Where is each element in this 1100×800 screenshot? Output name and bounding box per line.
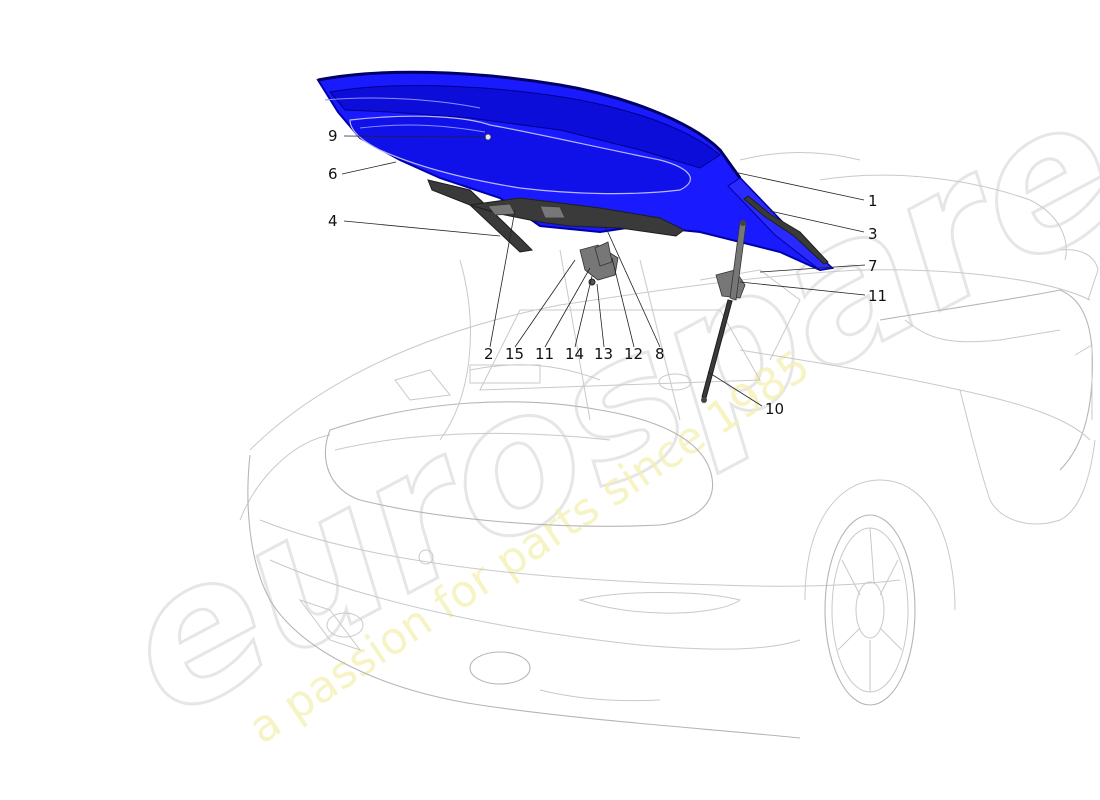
callout-2: 2 bbox=[484, 345, 494, 363]
air-duct-ribs bbox=[487, 203, 566, 219]
callout-8: 8 bbox=[655, 345, 665, 363]
callout-12: 12 bbox=[624, 345, 643, 363]
latch-bracket bbox=[594, 241, 613, 267]
callout-6: 6 bbox=[328, 165, 338, 183]
lid-inner-recess bbox=[349, 115, 691, 195]
callout-11-center: 11 bbox=[535, 345, 554, 363]
callout-3: 3 bbox=[868, 225, 878, 243]
gas-strut-end bbox=[701, 397, 707, 403]
callout-7: 7 bbox=[868, 257, 878, 275]
callout-15: 15 bbox=[505, 345, 524, 363]
parts bbox=[427, 179, 829, 403]
callout-13: 13 bbox=[594, 345, 613, 363]
leader-lines bbox=[341, 135, 866, 407]
lid-highlight bbox=[324, 97, 486, 133]
gas-strut-top bbox=[740, 220, 746, 226]
callout-10: 10 bbox=[765, 400, 784, 418]
seal-rail-left bbox=[427, 179, 534, 253]
lid-edge-trim bbox=[317, 70, 742, 179]
engine-cover-lid bbox=[316, 70, 835, 272]
callout-14: 14 bbox=[565, 345, 584, 363]
callout-9: 9 bbox=[328, 127, 338, 145]
lid-upper-face bbox=[329, 85, 721, 169]
air-duct-panel bbox=[469, 197, 685, 237]
seal-strip-right bbox=[743, 195, 829, 265]
callout-11-right: 11 bbox=[868, 287, 887, 305]
callout-1: 1 bbox=[868, 192, 878, 210]
callout-labels: 9 6 4 1 3 7 11 10 2 15 11 14 13 12 8 bbox=[328, 127, 887, 418]
callout-4: 4 bbox=[328, 212, 338, 230]
